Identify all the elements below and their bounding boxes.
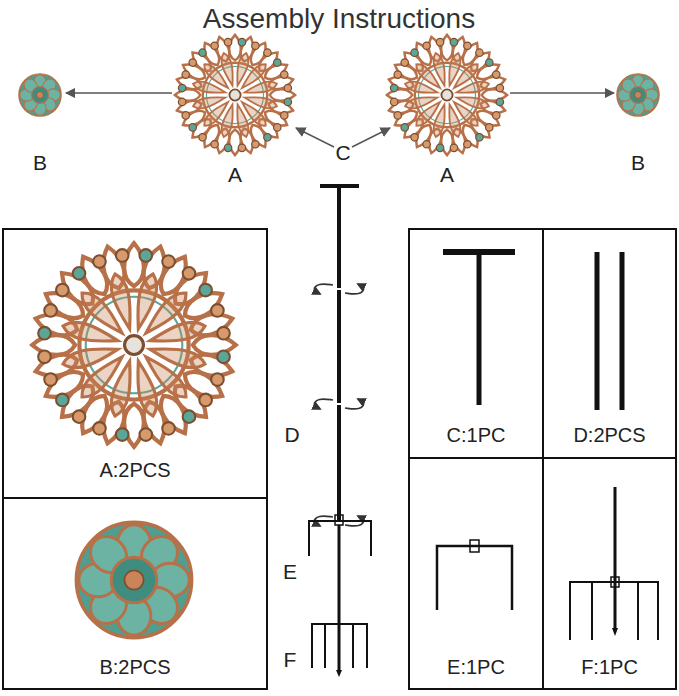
part-letter: E <box>283 560 297 584</box>
assembly-arrow <box>66 92 172 94</box>
ground-fork <box>312 624 367 668</box>
ground-fork <box>570 582 658 640</box>
wind-spinner <box>387 35 507 155</box>
part-count: E:1PC <box>410 656 542 679</box>
assembly-arrow <box>510 92 614 94</box>
stand-hub <box>470 540 479 552</box>
part-count: D:2PCS <box>544 424 675 447</box>
stake-tip <box>612 628 618 636</box>
assembly-arrow <box>352 128 390 147</box>
part-cell: F:1PC <box>542 457 677 690</box>
stand-hub <box>611 577 619 587</box>
pole <box>337 186 341 520</box>
part-cell: C:1PC <box>408 228 544 459</box>
part-letter: D <box>284 423 299 447</box>
part-count: F:1PC <box>544 656 675 679</box>
part-letter: B <box>33 151 47 175</box>
part-cell: A:2PCS <box>2 228 268 499</box>
joint <box>336 288 342 290</box>
spinner-cap <box>19 74 61 116</box>
part-letter: A <box>440 163 454 187</box>
twist-symbols <box>314 284 363 526</box>
wind-spinner <box>32 243 236 447</box>
twist-arrow <box>314 284 333 294</box>
part-count: C:1PC <box>410 424 542 447</box>
spinner-cap <box>617 74 659 116</box>
part-cell: E:1PC <box>408 457 544 690</box>
pole <box>595 252 600 410</box>
part-letter: C <box>335 141 350 165</box>
part-letter: F <box>284 648 297 672</box>
wind-spinner <box>175 35 295 155</box>
pole <box>620 252 625 410</box>
stand-bracket <box>437 546 512 610</box>
part-letter: B <box>631 151 645 175</box>
ground-stake <box>338 525 341 670</box>
part-count: A:2PCS <box>4 459 266 482</box>
part-count: B:2PCS <box>4 656 266 679</box>
title: Assembly Instructions <box>203 3 475 35</box>
part-letter: A <box>228 163 242 187</box>
twist-arrow <box>345 399 364 409</box>
ground-stake <box>614 487 617 628</box>
joint <box>336 403 342 405</box>
part-cell: D:2PCS <box>542 228 677 459</box>
assembly-arrow <box>296 128 334 147</box>
pole <box>477 252 482 405</box>
stand-hub <box>335 515 343 525</box>
twist-arrow <box>345 284 364 294</box>
part-cell: B:2PCS <box>2 497 268 690</box>
twist-arrow <box>314 399 333 409</box>
stake-tip <box>336 670 342 677</box>
spinner-cap <box>76 522 191 637</box>
